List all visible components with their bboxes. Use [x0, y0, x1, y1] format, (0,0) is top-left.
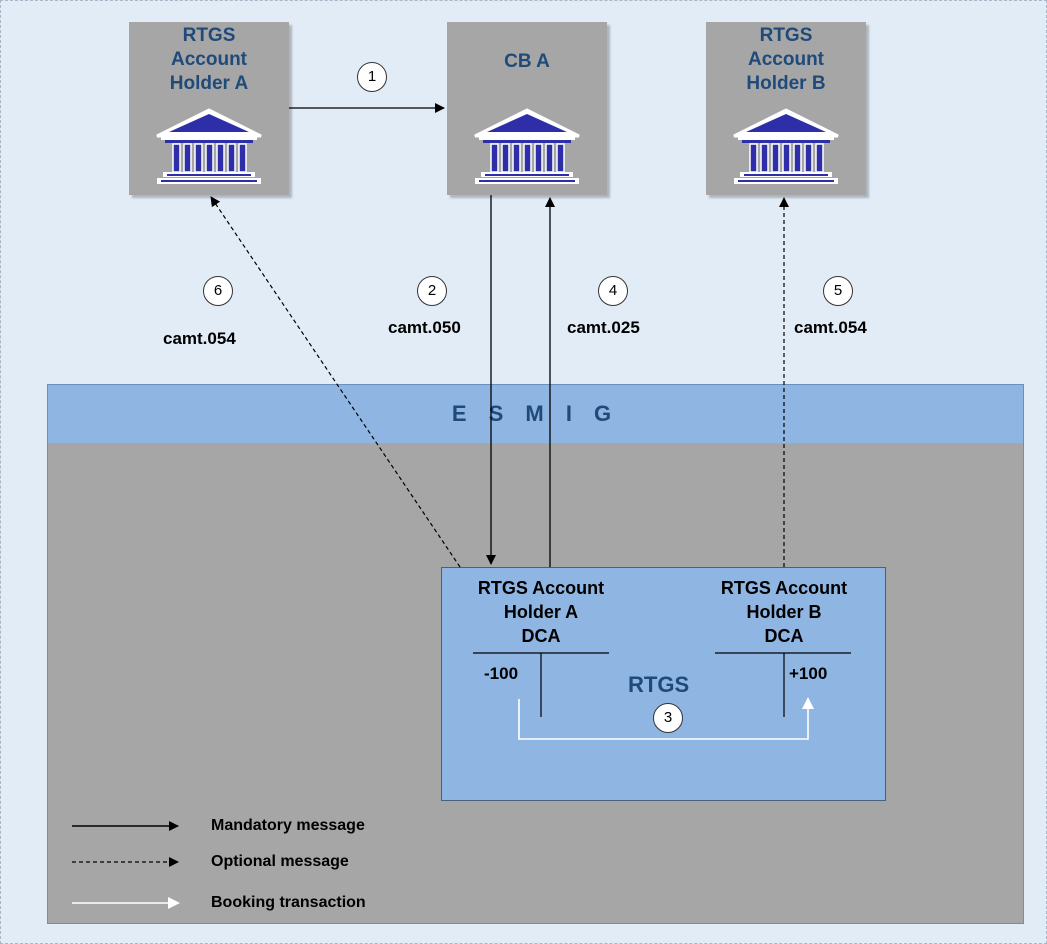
account-a-label: RTGS Account Holder A DCA [451, 576, 631, 648]
legend-mandatory-label: Mandatory message [211, 817, 365, 834]
node-holder-b-title: RTGS Account Holder B [746, 25, 826, 94]
message-step-5: camt.054 [794, 318, 867, 337]
step-3-badge: 3 [653, 703, 683, 733]
node-cb-a: CB A [447, 22, 607, 195]
account-b-line3: DCA [764, 626, 804, 646]
account-a-amount: -100 [484, 664, 519, 683]
account-a-line1: RTGS Account [477, 578, 605, 598]
step-2-badge: 2 [417, 276, 447, 306]
node-holder-b: RTGS Account Holder B [706, 22, 866, 195]
bank-icon [733, 108, 839, 184]
account-a-line3: DCA [521, 626, 561, 646]
node-cb-a-title: CB A [504, 51, 550, 72]
account-a-line2: Holder A [503, 602, 579, 622]
esmig-label: E S M I G [451, 401, 620, 426]
message-step-2: camt.050 [388, 318, 461, 337]
account-b-label: RTGS Account Holder B DCA [694, 576, 874, 648]
message-step-4: camt.025 [567, 318, 640, 337]
account-b-amount: +100 [789, 664, 828, 683]
node-holder-a: RTGS Account Holder A [129, 22, 289, 195]
arrow-step-6 [210, 196, 461, 568]
rtgs-box [441, 567, 886, 801]
step-5-badge: 5 [823, 276, 853, 306]
message-step-6: camt.054 [163, 329, 236, 348]
rtgs-label: RTGS [628, 672, 690, 697]
bank-icon [156, 108, 262, 184]
step-6-badge: 6 [203, 276, 233, 306]
node-holder-a-title: RTGS Account Holder A [169, 25, 249, 94]
legend-optional-label: Optional message [211, 853, 349, 870]
bank-icon [474, 108, 580, 184]
step-1-badge: 1 [357, 62, 387, 92]
legend-booking-label: Booking transaction [211, 894, 366, 911]
booking-arrow-step-3 [518, 697, 814, 740]
account-b-line2: Holder B [746, 602, 822, 622]
esmig-bar: E S M I G [47, 384, 1024, 445]
account-b-line1: RTGS Account [720, 578, 848, 598]
step-4-badge: 4 [598, 276, 628, 306]
